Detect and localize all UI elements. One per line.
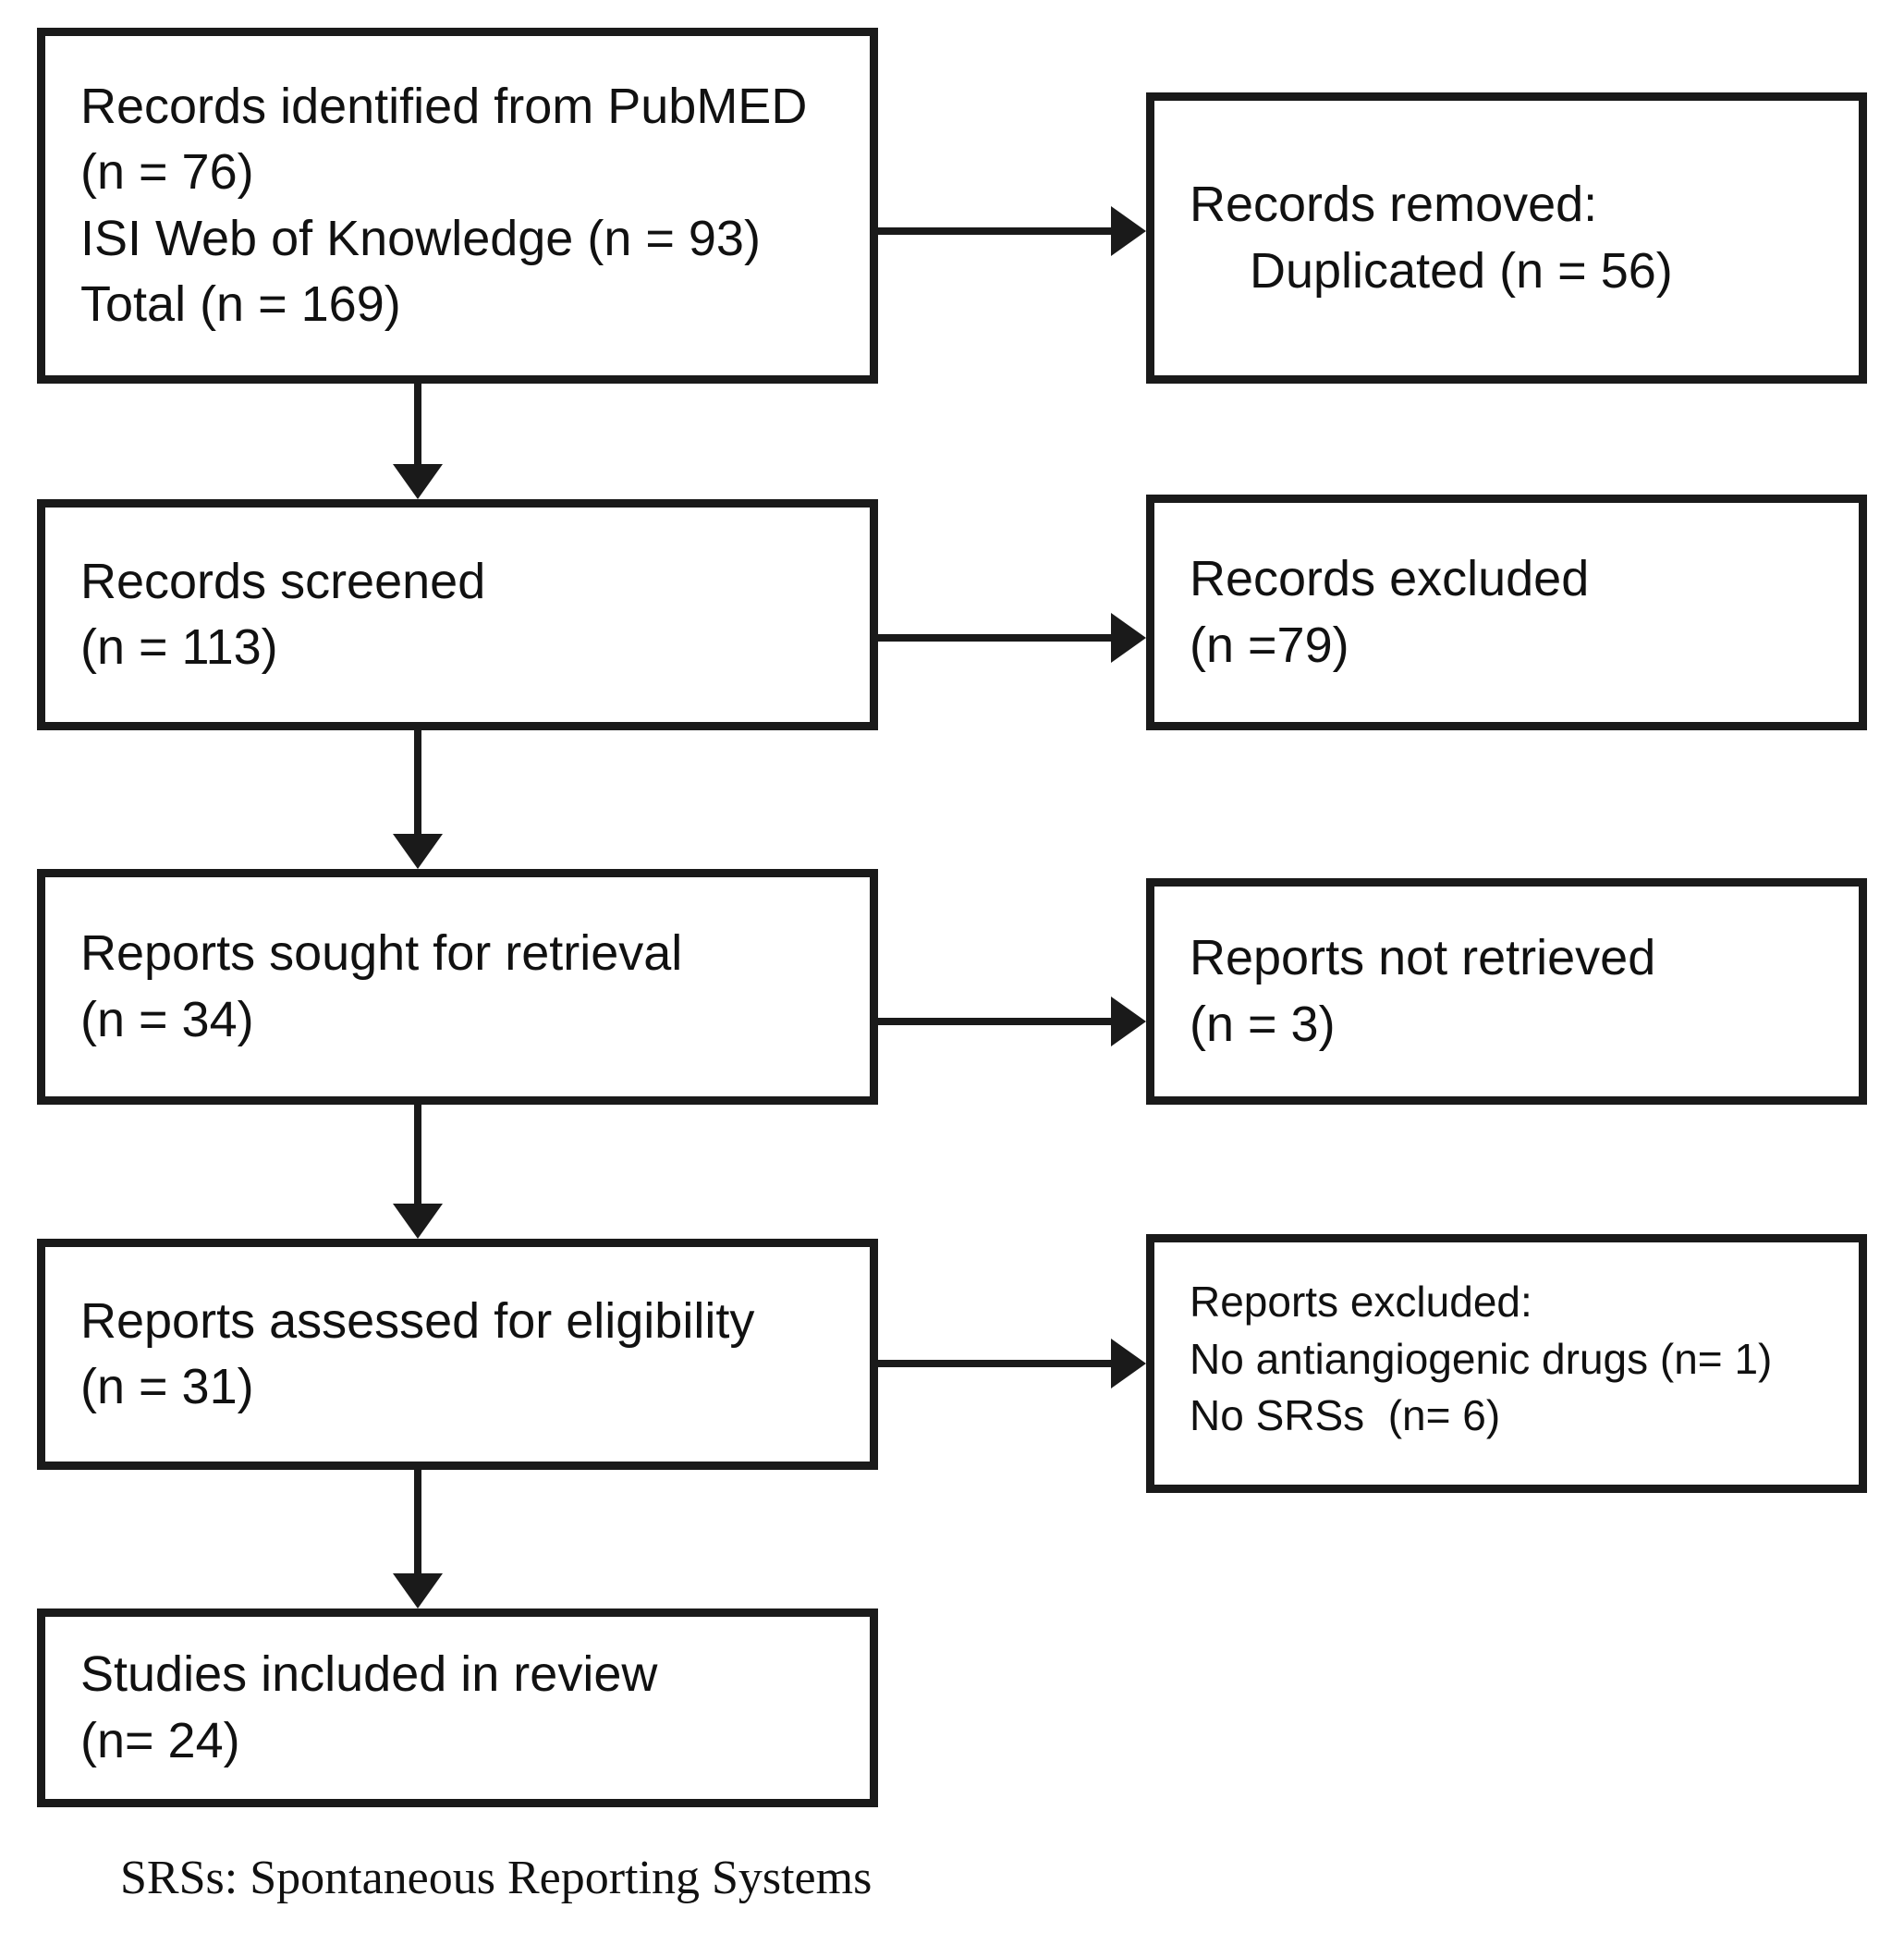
- box-records-identified: Records identified from PubMED (n = 76) …: [37, 28, 878, 384]
- box-reports-not-retrieved-line-2: (n = 3): [1190, 996, 1336, 1052]
- arrow-right-1-shaft: [878, 227, 1113, 235]
- arrow-right-4-head-icon: [1111, 1339, 1146, 1388]
- box-reports-not-retrieved: Reports not retrieved (n = 3): [1146, 878, 1867, 1105]
- box-records-screened: Records screened (n = 113): [37, 499, 878, 730]
- arrow-down-3-head-icon: [393, 1204, 443, 1239]
- box-records-screened-line-1: Records screened: [80, 553, 486, 609]
- box-records-identified-line-2: (n = 76): [80, 144, 254, 201]
- arrow-right-3-head-icon: [1111, 997, 1146, 1046]
- box-records-removed-line-1: Records removed:: [1190, 177, 1598, 233]
- arrow-down-2-shaft: [414, 730, 421, 838]
- arrow-down-1-shaft: [414, 384, 421, 471]
- box-reports-sought-line-2: (n = 34): [80, 991, 254, 1047]
- arrow-right-2-head-icon: [1111, 613, 1146, 663]
- box-studies-included-line-1: Studies included in review: [80, 1646, 658, 1703]
- box-records-identified-line-1: Records identified from PubMED: [80, 78, 808, 134]
- arrow-right-1-head-icon: [1111, 206, 1146, 256]
- box-reports-sought: Reports sought for retrieval (n = 34): [37, 869, 878, 1105]
- box-reports-assessed-line-2: (n = 31): [80, 1359, 254, 1414]
- arrow-down-3-shaft: [414, 1105, 421, 1208]
- box-records-excluded-line-1: Records excluded: [1190, 551, 1590, 607]
- box-reports-assessed: Reports assessed for eligibility (n = 31…: [37, 1239, 878, 1470]
- arrow-down-2-head-icon: [393, 834, 443, 869]
- box-reports-assessed-line-1: Reports assessed for eligibility: [80, 1292, 755, 1349]
- arrow-down-4-head-icon: [393, 1573, 443, 1608]
- box-records-screened-line-2: (n = 113): [80, 619, 278, 675]
- box-records-removed: Records removed: Duplicated (n = 56): [1146, 92, 1867, 384]
- footnote-abbreviation: SRSs: Spontaneous Reporting Systems: [120, 1852, 873, 1904]
- arrow-down-4-shaft: [414, 1470, 421, 1578]
- box-reports-sought-line-1: Reports sought for retrieval: [80, 925, 683, 982]
- box-records-identified-line-3: ISI Web of Knowledge (n = 93): [80, 210, 761, 266]
- box-studies-included: Studies included in review (n= 24): [37, 1608, 878, 1807]
- box-reports-excluded-line-3: No SRSs (n= 6): [1190, 1391, 1501, 1440]
- arrow-down-1-head-icon: [393, 464, 443, 499]
- arrow-right-3-shaft: [878, 1018, 1113, 1025]
- box-records-excluded: Records excluded (n =79): [1146, 495, 1867, 730]
- box-studies-included-line-2: (n= 24): [80, 1712, 240, 1768]
- arrow-right-2-shaft: [878, 634, 1113, 642]
- box-records-excluded-line-2: (n =79): [1190, 617, 1349, 673]
- box-reports-excluded-line-1: Reports excluded:: [1190, 1278, 1532, 1326]
- box-records-identified-line-4: Total (n = 169): [80, 275, 401, 332]
- box-reports-not-retrieved-line-1: Reports not retrieved: [1190, 930, 1656, 986]
- box-records-removed-line-2: Duplicated (n = 56): [1250, 242, 1673, 299]
- box-reports-excluded-line-2: No antiangiogenic drugs (n= 1): [1190, 1334, 1773, 1383]
- box-reports-excluded: Reports excluded: No antiangiogenic drug…: [1146, 1234, 1867, 1493]
- arrow-right-4-shaft: [878, 1360, 1113, 1367]
